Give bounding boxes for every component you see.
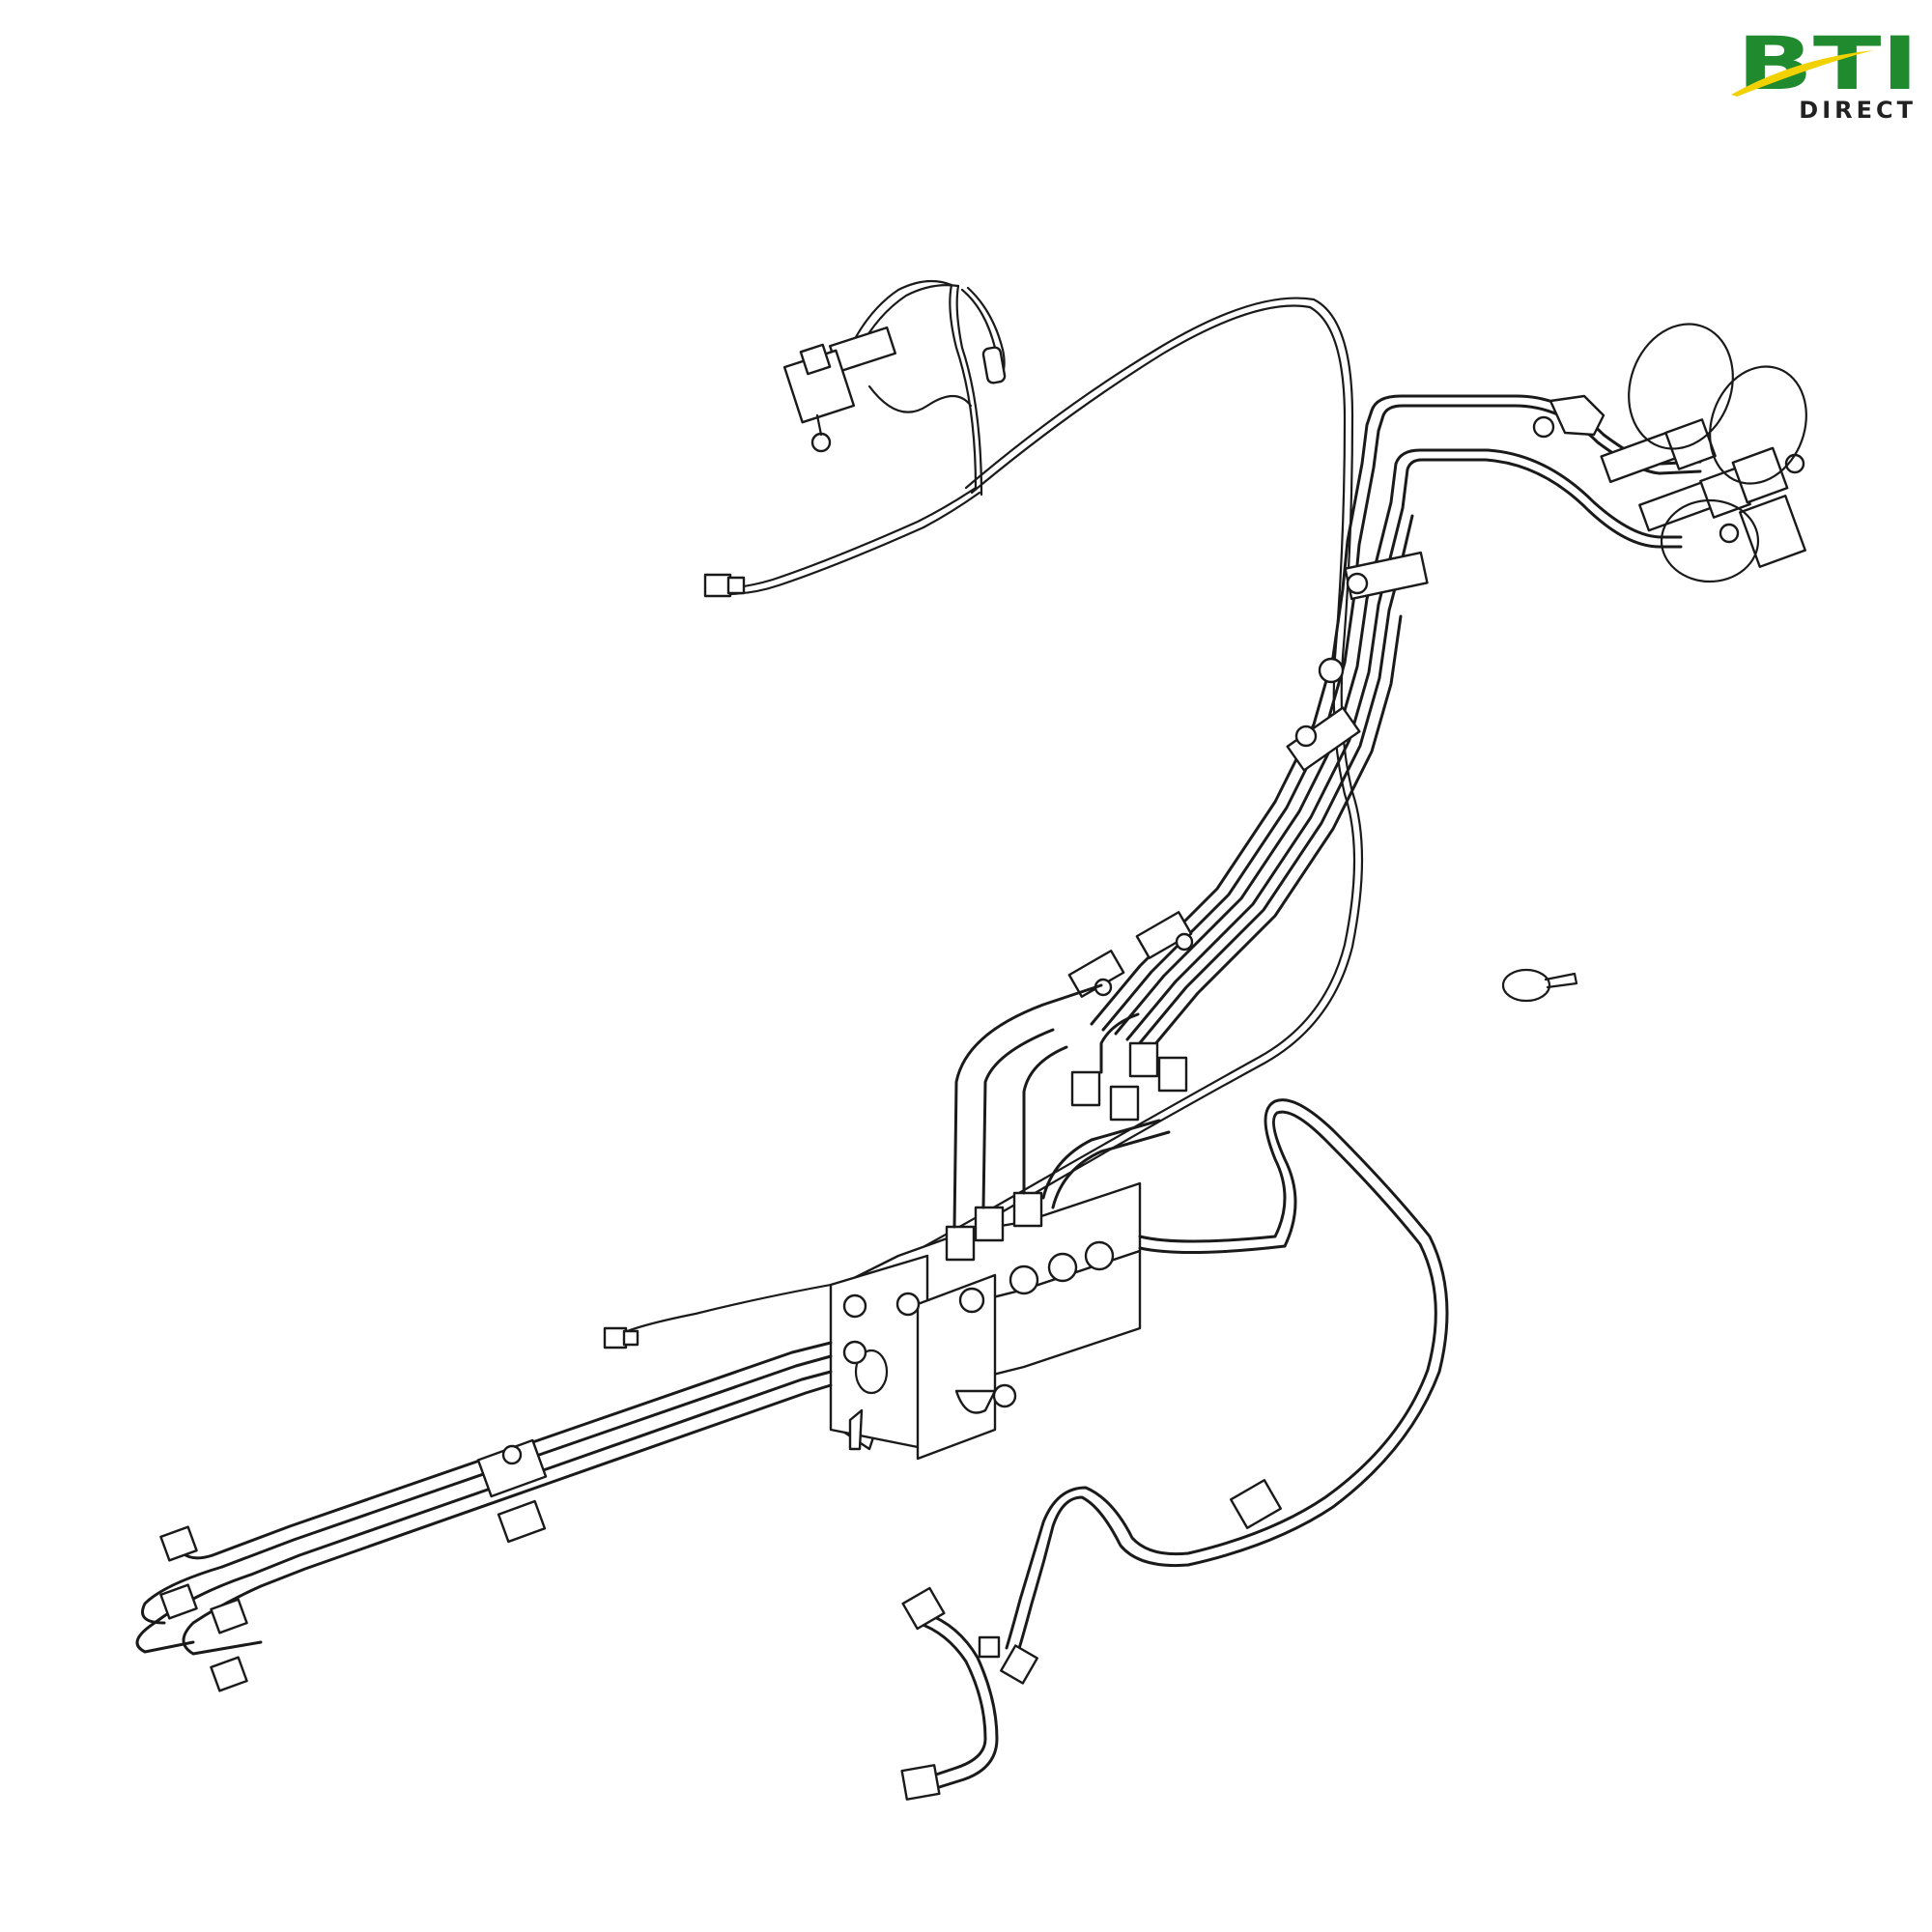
valve-end-port bbox=[854, 1349, 889, 1395]
control-valve-assembly bbox=[829, 983, 1188, 1461]
fitting-end-4 bbox=[210, 1656, 248, 1692]
dust-cap-loop-2 bbox=[1709, 365, 1807, 485]
lower-line-3 bbox=[249, 1370, 833, 1577]
flexible-hose-right bbox=[1000, 1098, 1449, 1685]
valve-tube-up-1 bbox=[952, 983, 1103, 1229]
steel-lines-upper bbox=[1090, 394, 1702, 1053]
quick-couplers-right bbox=[1532, 323, 1807, 583]
port-fitting-7 bbox=[1084, 1240, 1115, 1271]
short-line-b bbox=[923, 1611, 999, 1791]
clamp-mid-1-bolt bbox=[1175, 932, 1194, 952]
coupler-plate-bolt bbox=[1719, 523, 1740, 544]
line-clamps-upper bbox=[1067, 551, 1429, 998]
hose-clamp-ring bbox=[1501, 968, 1551, 1003]
top-fitting-3 bbox=[1012, 1191, 1043, 1228]
harness-connector bbox=[782, 326, 897, 453]
valve-tube-cross bbox=[1041, 1119, 1171, 1209]
harness-wire-riser bbox=[949, 283, 983, 497]
valve-tube-up-2 bbox=[981, 1028, 1055, 1209]
harness-end-plug bbox=[981, 346, 1007, 384]
lower-line-fittings bbox=[159, 1525, 248, 1692]
dust-cap-loop-3 bbox=[1660, 498, 1760, 583]
top-fitting-6 bbox=[1128, 1041, 1159, 1078]
lower-line-clamp-base bbox=[497, 1499, 547, 1544]
wire-plug-center-left bbox=[603, 1326, 639, 1350]
steel-line-3 bbox=[1136, 514, 1414, 1053]
hose-clamp-loose bbox=[1501, 968, 1578, 1003]
lower-line-2 bbox=[220, 1354, 833, 1569]
valve-tube-up-4 bbox=[1099, 1012, 1140, 1074]
port-fitting-6 bbox=[1047, 1252, 1078, 1283]
top-fitting-4 bbox=[1070, 1070, 1101, 1107]
plug-center-body bbox=[603, 1326, 628, 1350]
logo-swoosh bbox=[1731, 50, 1874, 97]
hose-clamp-screw bbox=[1544, 972, 1578, 989]
top-fitting-7 bbox=[1157, 1056, 1188, 1093]
hose-clamp-mounted bbox=[1229, 1479, 1283, 1529]
valve-slot bbox=[954, 1389, 997, 1414]
short-line-fitting-top bbox=[901, 1586, 946, 1631]
clamp-upper-2 bbox=[1286, 706, 1361, 772]
lower-line-ends-c bbox=[182, 1584, 263, 1656]
hose-end-fitting bbox=[1000, 1644, 1038, 1685]
clamp-upper-1-bolt bbox=[1346, 572, 1369, 595]
steel-lines-lower-left bbox=[135, 1341, 833, 1692]
bti-direct-logo: BTI DIRECT bbox=[1729, 19, 1922, 126]
fitting-end-2 bbox=[159, 1583, 198, 1620]
hose-right-b bbox=[1005, 1110, 1437, 1650]
connector-latch bbox=[799, 343, 832, 376]
short-line-fitting-bottom bbox=[900, 1764, 941, 1801]
steel-line-2b bbox=[1125, 458, 1683, 1041]
fitting-end-3 bbox=[210, 1598, 248, 1634]
port-fitting-5 bbox=[1009, 1264, 1039, 1295]
grommet-upper bbox=[1318, 657, 1345, 684]
port-nut-2 bbox=[842, 1340, 867, 1365]
steel-line-2a bbox=[1114, 448, 1683, 1036]
steel-line-1a bbox=[1090, 409, 1374, 1026]
short-line-tee bbox=[978, 1635, 1001, 1659]
fitting-end-1 bbox=[159, 1525, 198, 1562]
top-fitting-1 bbox=[945, 1225, 976, 1262]
lower-clamp-bolt bbox=[501, 1444, 523, 1465]
bti-logo-mark: BTI bbox=[1731, 20, 1918, 97]
valve-tube-up-3 bbox=[1022, 1045, 1068, 1195]
plug-left-collar bbox=[726, 576, 746, 595]
top-fitting-5 bbox=[1109, 1085, 1140, 1122]
coupler-plate bbox=[1739, 495, 1806, 568]
short-line-a bbox=[916, 1621, 987, 1779]
dust-cap-loop-1 bbox=[1628, 323, 1734, 450]
wire-to-left-plug bbox=[616, 1277, 866, 1337]
clamp-upper-2-bolt bbox=[1294, 724, 1318, 748]
plug-center-collar bbox=[622, 1329, 639, 1347]
valve-mount-foot bbox=[848, 1408, 864, 1451]
wiring-harness-top bbox=[703, 279, 1007, 598]
harness-wire-connector-lead bbox=[867, 384, 973, 413]
port-nut-8 bbox=[992, 1383, 1017, 1408]
coupler-2-body bbox=[1638, 480, 1714, 532]
harness-wire-lower-b bbox=[707, 491, 981, 596]
bracket-bolt bbox=[1532, 415, 1555, 439]
port-nut-3 bbox=[895, 1292, 921, 1317]
top-fitting-2 bbox=[974, 1206, 1005, 1242]
logo-tagline: DIRECT bbox=[1799, 97, 1917, 124]
connector-stud bbox=[815, 413, 823, 437]
hose-right-a bbox=[1016, 1098, 1449, 1654]
port-nut-4 bbox=[958, 1287, 985, 1314]
connector-nut bbox=[810, 432, 832, 453]
coupler-bracket bbox=[1548, 394, 1605, 437]
port-nut-1 bbox=[842, 1293, 867, 1319]
plug-left-body bbox=[703, 573, 732, 598]
harness-wire-lower bbox=[703, 486, 978, 590]
lower-line-4 bbox=[259, 1383, 833, 1588]
harness-plug-left bbox=[703, 573, 746, 598]
lower-line-ends-b bbox=[135, 1573, 253, 1654]
steel-line-1b bbox=[1101, 413, 1385, 1032]
short-steel-line bbox=[900, 1586, 1001, 1801]
clamp-mid-1 bbox=[1135, 911, 1193, 959]
lower-line-1 bbox=[211, 1341, 833, 1557]
